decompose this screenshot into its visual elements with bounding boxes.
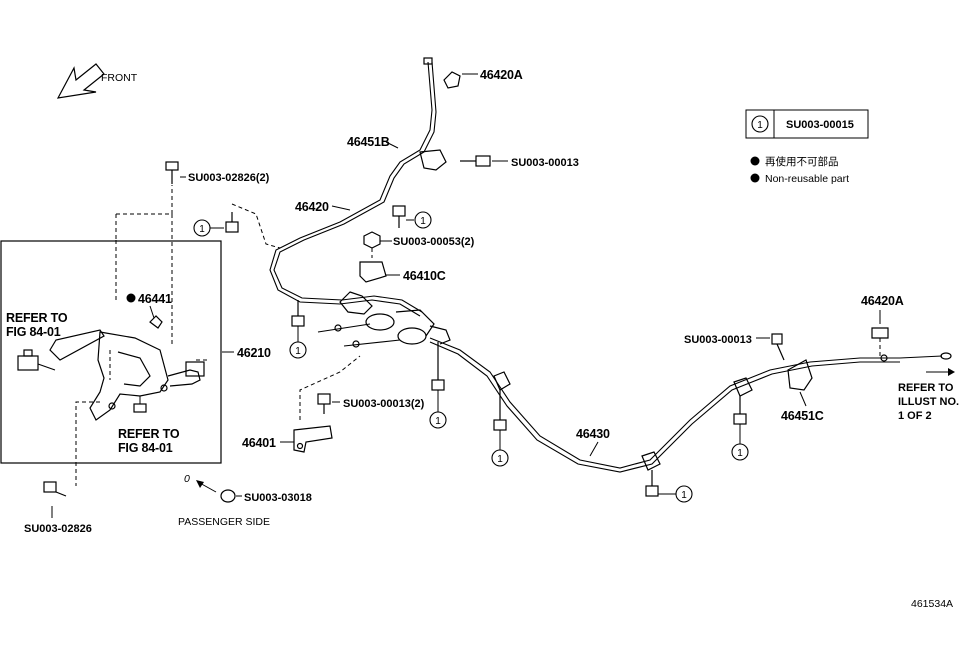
circled-one-f: 1 xyxy=(681,490,687,501)
refer-fig-left-line1: REFER TO xyxy=(6,311,68,325)
bolt-circ1-b-icon xyxy=(225,212,239,233)
cable-end-top-icon xyxy=(423,57,433,65)
plug-03018-icon xyxy=(220,489,236,503)
bolt-circ1-a-icon xyxy=(392,205,406,228)
bolt-circ1-d-icon xyxy=(431,342,445,391)
drawing-number: 461534A xyxy=(911,598,953,610)
nut-00053-icon xyxy=(363,231,381,258)
label-su003-00013-top: SU003-00013 xyxy=(511,157,579,169)
parking-brake-lever xyxy=(49,315,205,421)
bracket-46451b-icon xyxy=(419,149,447,171)
label-su003-03018: SU003-03018 xyxy=(244,492,312,504)
non-reusable-jp: 再使用不可部品 xyxy=(765,155,839,168)
bolt-02826-bottom-icon xyxy=(43,481,67,497)
bracket-46401-icon xyxy=(293,425,333,453)
legend-circle-code: SU003-00015 xyxy=(786,119,854,131)
bracket-46451c-icon xyxy=(787,359,813,391)
circled-one-d: 1 xyxy=(435,416,441,427)
cable-end-right-icon xyxy=(880,352,952,362)
bolt-inset-icon xyxy=(133,396,147,413)
label-su003-00013-2: SU003-00013(2) xyxy=(343,398,425,410)
clip-46420a-top-icon xyxy=(443,71,461,89)
non-reusable-en: Non-reusable part xyxy=(765,173,849,185)
label-46401: 46401 xyxy=(242,436,276,450)
refer-fig-left-line2: FIG 84-01 xyxy=(6,325,61,339)
bolt-circ1-e-icon xyxy=(493,390,507,431)
plug-03018-arrow-icon xyxy=(196,480,217,493)
label-su003-02826: SU003-02826 xyxy=(24,523,92,535)
label-46451b: 46451B xyxy=(347,135,390,149)
front-arrow-icon xyxy=(56,63,105,99)
clamp-b-icon xyxy=(641,451,661,471)
label-46441: 46441 xyxy=(138,292,172,306)
non-reusable-dot-46441-icon xyxy=(126,293,136,303)
label-46430: 46430 xyxy=(576,427,610,441)
label-46420a-right: 46420A xyxy=(861,294,904,308)
non-reusable-dot-icon-2 xyxy=(750,173,760,183)
label-46410c: 46410C xyxy=(403,269,446,283)
bolt-02826-top-icon xyxy=(165,161,179,184)
connector-left xyxy=(17,349,56,371)
circled-one-b: 1 xyxy=(199,224,205,235)
refer-illust-line2: ILLUST NO. xyxy=(898,396,959,408)
bolt-00013-right-icon xyxy=(771,333,785,361)
label-su003-00053-2: SU003-00053(2) xyxy=(393,236,475,248)
label-46420: 46420 xyxy=(295,200,329,214)
label-46210: 46210 xyxy=(237,346,271,360)
label-su003-02826-2: SU003-02826(2) xyxy=(188,172,270,184)
refer-arrow-icon xyxy=(926,368,955,376)
legend-box: 1 SU003-00015 xyxy=(745,109,869,139)
circled-one-a: 1 xyxy=(420,216,426,227)
lever-inset-frame xyxy=(0,240,222,464)
clip-46420a-right-icon xyxy=(871,327,889,339)
circled-one-g: 1 xyxy=(737,448,743,459)
label-46420a-top: 46420A xyxy=(480,68,523,82)
passenger-side-label: PASSENGER SIDE xyxy=(178,516,270,528)
small-o-mark: 0 xyxy=(184,473,190,485)
circled-one-c: 1 xyxy=(295,346,301,357)
refer-illust-line3: 1 OF 2 xyxy=(898,410,932,422)
clamp-c-icon xyxy=(733,377,753,397)
non-reusable-dot-icon xyxy=(750,156,760,166)
bolt-circ1-g-icon xyxy=(733,396,747,425)
legend-circle-number: 1 xyxy=(757,120,763,131)
refer-fig-mid-line2: FIG 84-01 xyxy=(118,441,173,455)
bolt-00013-2-icon xyxy=(317,393,331,414)
bracket-46410c-icon xyxy=(359,261,387,283)
front-label: FRONT xyxy=(101,72,138,84)
bolt-circ1-c-icon xyxy=(291,300,305,327)
refer-illust-line1: REFER TO xyxy=(898,382,954,394)
bolt-00013-top-icon xyxy=(460,155,491,167)
bolt-circ1-f-icon xyxy=(645,470,659,497)
clamp-a-icon xyxy=(493,371,511,391)
equalizer-icon xyxy=(339,291,451,345)
label-su003-00013-right: SU003-00013 xyxy=(684,334,752,346)
circled-one-e: 1 xyxy=(497,454,503,465)
label-46451c: 46451C xyxy=(781,409,824,423)
refer-fig-mid-line1: REFER TO xyxy=(118,427,180,441)
